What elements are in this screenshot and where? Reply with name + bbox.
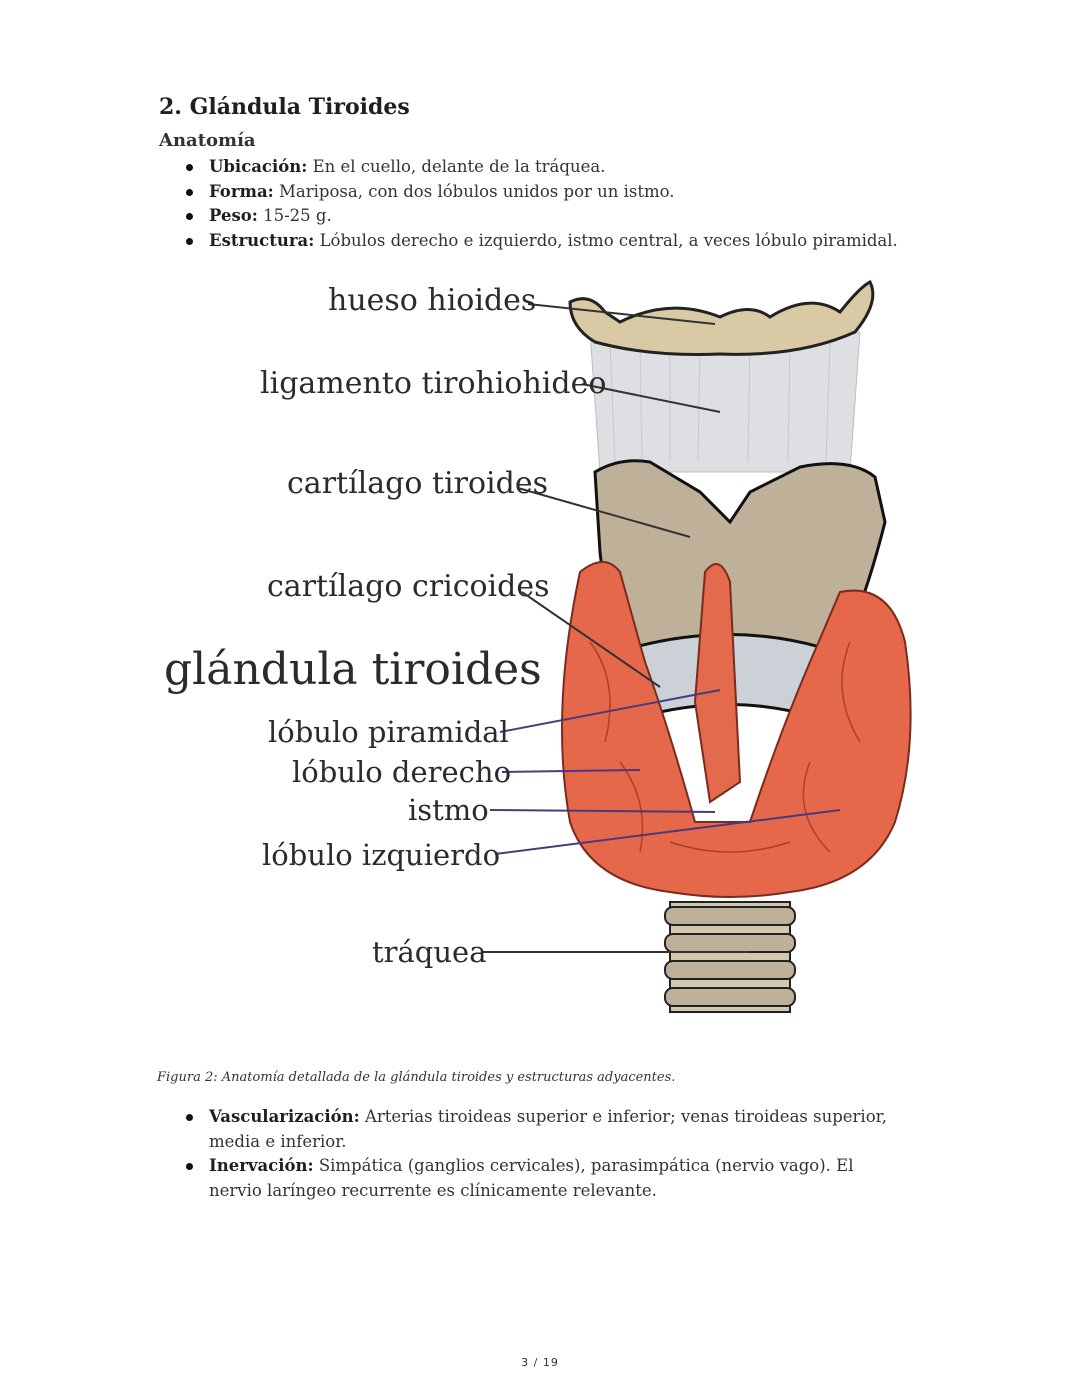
item-text: Simpática (ganglios cervicales), parasim…	[209, 1156, 854, 1200]
item-label: Peso:	[209, 206, 258, 225]
item-label: Ubicación:	[209, 157, 308, 176]
item-text: En el cuello, delante de la tráquea.	[307, 157, 606, 176]
item-label: Inervación:	[209, 1156, 314, 1175]
section-title: 2. Glándula Tiroides	[159, 94, 410, 120]
list-item: Peso: 15-25 g.	[183, 204, 923, 229]
anatomy-list: Ubicación: En el cuello, delante de la t…	[183, 155, 923, 253]
label-lobulo-piramidal: lóbulo piramidal	[268, 715, 509, 749]
figure-caption: Figura 2: Anatomía detallada de la glánd…	[157, 1070, 676, 1085]
label-glandula-tiroides: glándula tiroides	[164, 644, 542, 695]
item-label: Forma:	[209, 181, 274, 201]
item-text: Mariposa, con dos lóbulos unidos por un …	[273, 181, 675, 201]
thyroid-gland-shape	[561, 561, 912, 898]
physiology-list: Vascularización: Arterias tiroideas supe…	[183, 1105, 903, 1203]
list-item: Inervación: Simpática (ganglios cervical…	[183, 1154, 903, 1203]
trachea-shape	[664, 901, 796, 1013]
pyramidal-lobe-shape	[693, 563, 742, 804]
item-text: 15-25 g.	[257, 206, 332, 225]
thyroid-anatomy-figure: hueso hioides ligamento tirohiohideo car…	[164, 279, 912, 1013]
label-hueso-hioides: hueso hioides	[328, 283, 536, 318]
label-cartilago-cricoides: cartílago cricoides	[267, 569, 550, 604]
hyoid-bone-shape	[568, 279, 875, 356]
label-cartilago-tiroides: cartílago tiroides	[287, 466, 548, 501]
list-item: Estructura: Lóbulos derecho e izquierdo,…	[183, 229, 923, 254]
label-lobulo-derecho: lóbulo derecho	[292, 755, 511, 789]
section-subtitle: Anatomía	[159, 130, 256, 151]
item-label: Estructura:	[209, 230, 315, 250]
item-text: Arterias tiroideas superior e inferior; …	[209, 1107, 887, 1151]
list-item: Vascularización: Arterias tiroideas supe…	[183, 1105, 903, 1154]
label-lobulo-izquierdo: lóbulo izquierdo	[262, 838, 500, 872]
label-ligamento: ligamento tirohiohideo	[260, 366, 606, 401]
label-traquea: tráquea	[372, 935, 487, 969]
list-item: Forma: Mariposa, con dos lóbulos unidos …	[183, 180, 923, 205]
label-istmo: istmo	[408, 793, 489, 827]
page-number: 3 / 19	[521, 1356, 559, 1369]
list-item: Ubicación: En el cuello, delante de la t…	[183, 155, 923, 180]
item-label: Vascularización:	[209, 1107, 360, 1126]
item-text: Lóbulos derecho e izquierdo, istmo centr…	[314, 230, 898, 250]
